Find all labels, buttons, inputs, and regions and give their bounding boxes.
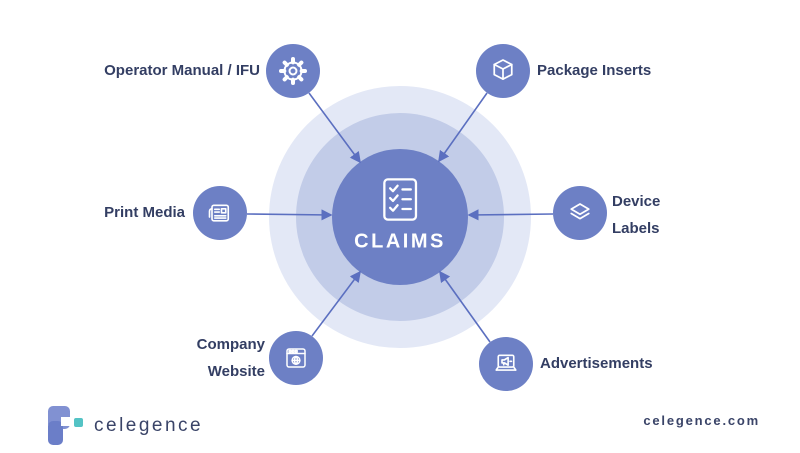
celegence-logo: celegence xyxy=(48,406,203,446)
gear-icon xyxy=(279,57,307,85)
laptop-megaphone-icon xyxy=(495,354,517,371)
arrow-device-labels xyxy=(467,209,554,221)
device-labels-label: Device Labels xyxy=(612,193,661,237)
arrow-package-inserts xyxy=(438,92,488,163)
package-inserts-label: Package Inserts xyxy=(537,62,652,79)
device-labels-circle xyxy=(553,186,607,240)
concentric-rings xyxy=(269,86,531,348)
browser-globe-icon xyxy=(286,348,306,368)
arrow-operator-manual xyxy=(308,92,361,164)
arrow-company-website xyxy=(311,270,361,337)
arrow-print-media xyxy=(246,209,333,221)
package-inserts-circle xyxy=(476,44,530,98)
package-box-icon xyxy=(493,59,513,80)
center-label: CLAIMS xyxy=(354,230,446,253)
print-media-circle xyxy=(193,186,247,240)
print-media-label: Print Media xyxy=(104,204,185,221)
celegence-logo-icon xyxy=(48,406,83,446)
advertisements-label: Advertisements xyxy=(540,355,653,372)
arrows xyxy=(246,92,554,343)
company-website-circle xyxy=(269,331,323,385)
center-circle xyxy=(332,149,468,285)
website-url: celegence.com xyxy=(643,413,760,428)
layers-icon xyxy=(570,203,590,220)
newspaper-icon xyxy=(208,204,230,222)
logo-wordmark: celegence xyxy=(94,415,204,436)
company-website-label: Company Website xyxy=(196,336,265,380)
operator-manual-circle xyxy=(266,44,320,98)
center-node: CLAIMS xyxy=(354,177,446,254)
advertisements-circle xyxy=(479,337,533,391)
operator-manual-label: Operator Manual / IFU xyxy=(104,62,260,79)
arrow-advertisements xyxy=(439,270,491,343)
checklist-icon xyxy=(383,178,417,221)
